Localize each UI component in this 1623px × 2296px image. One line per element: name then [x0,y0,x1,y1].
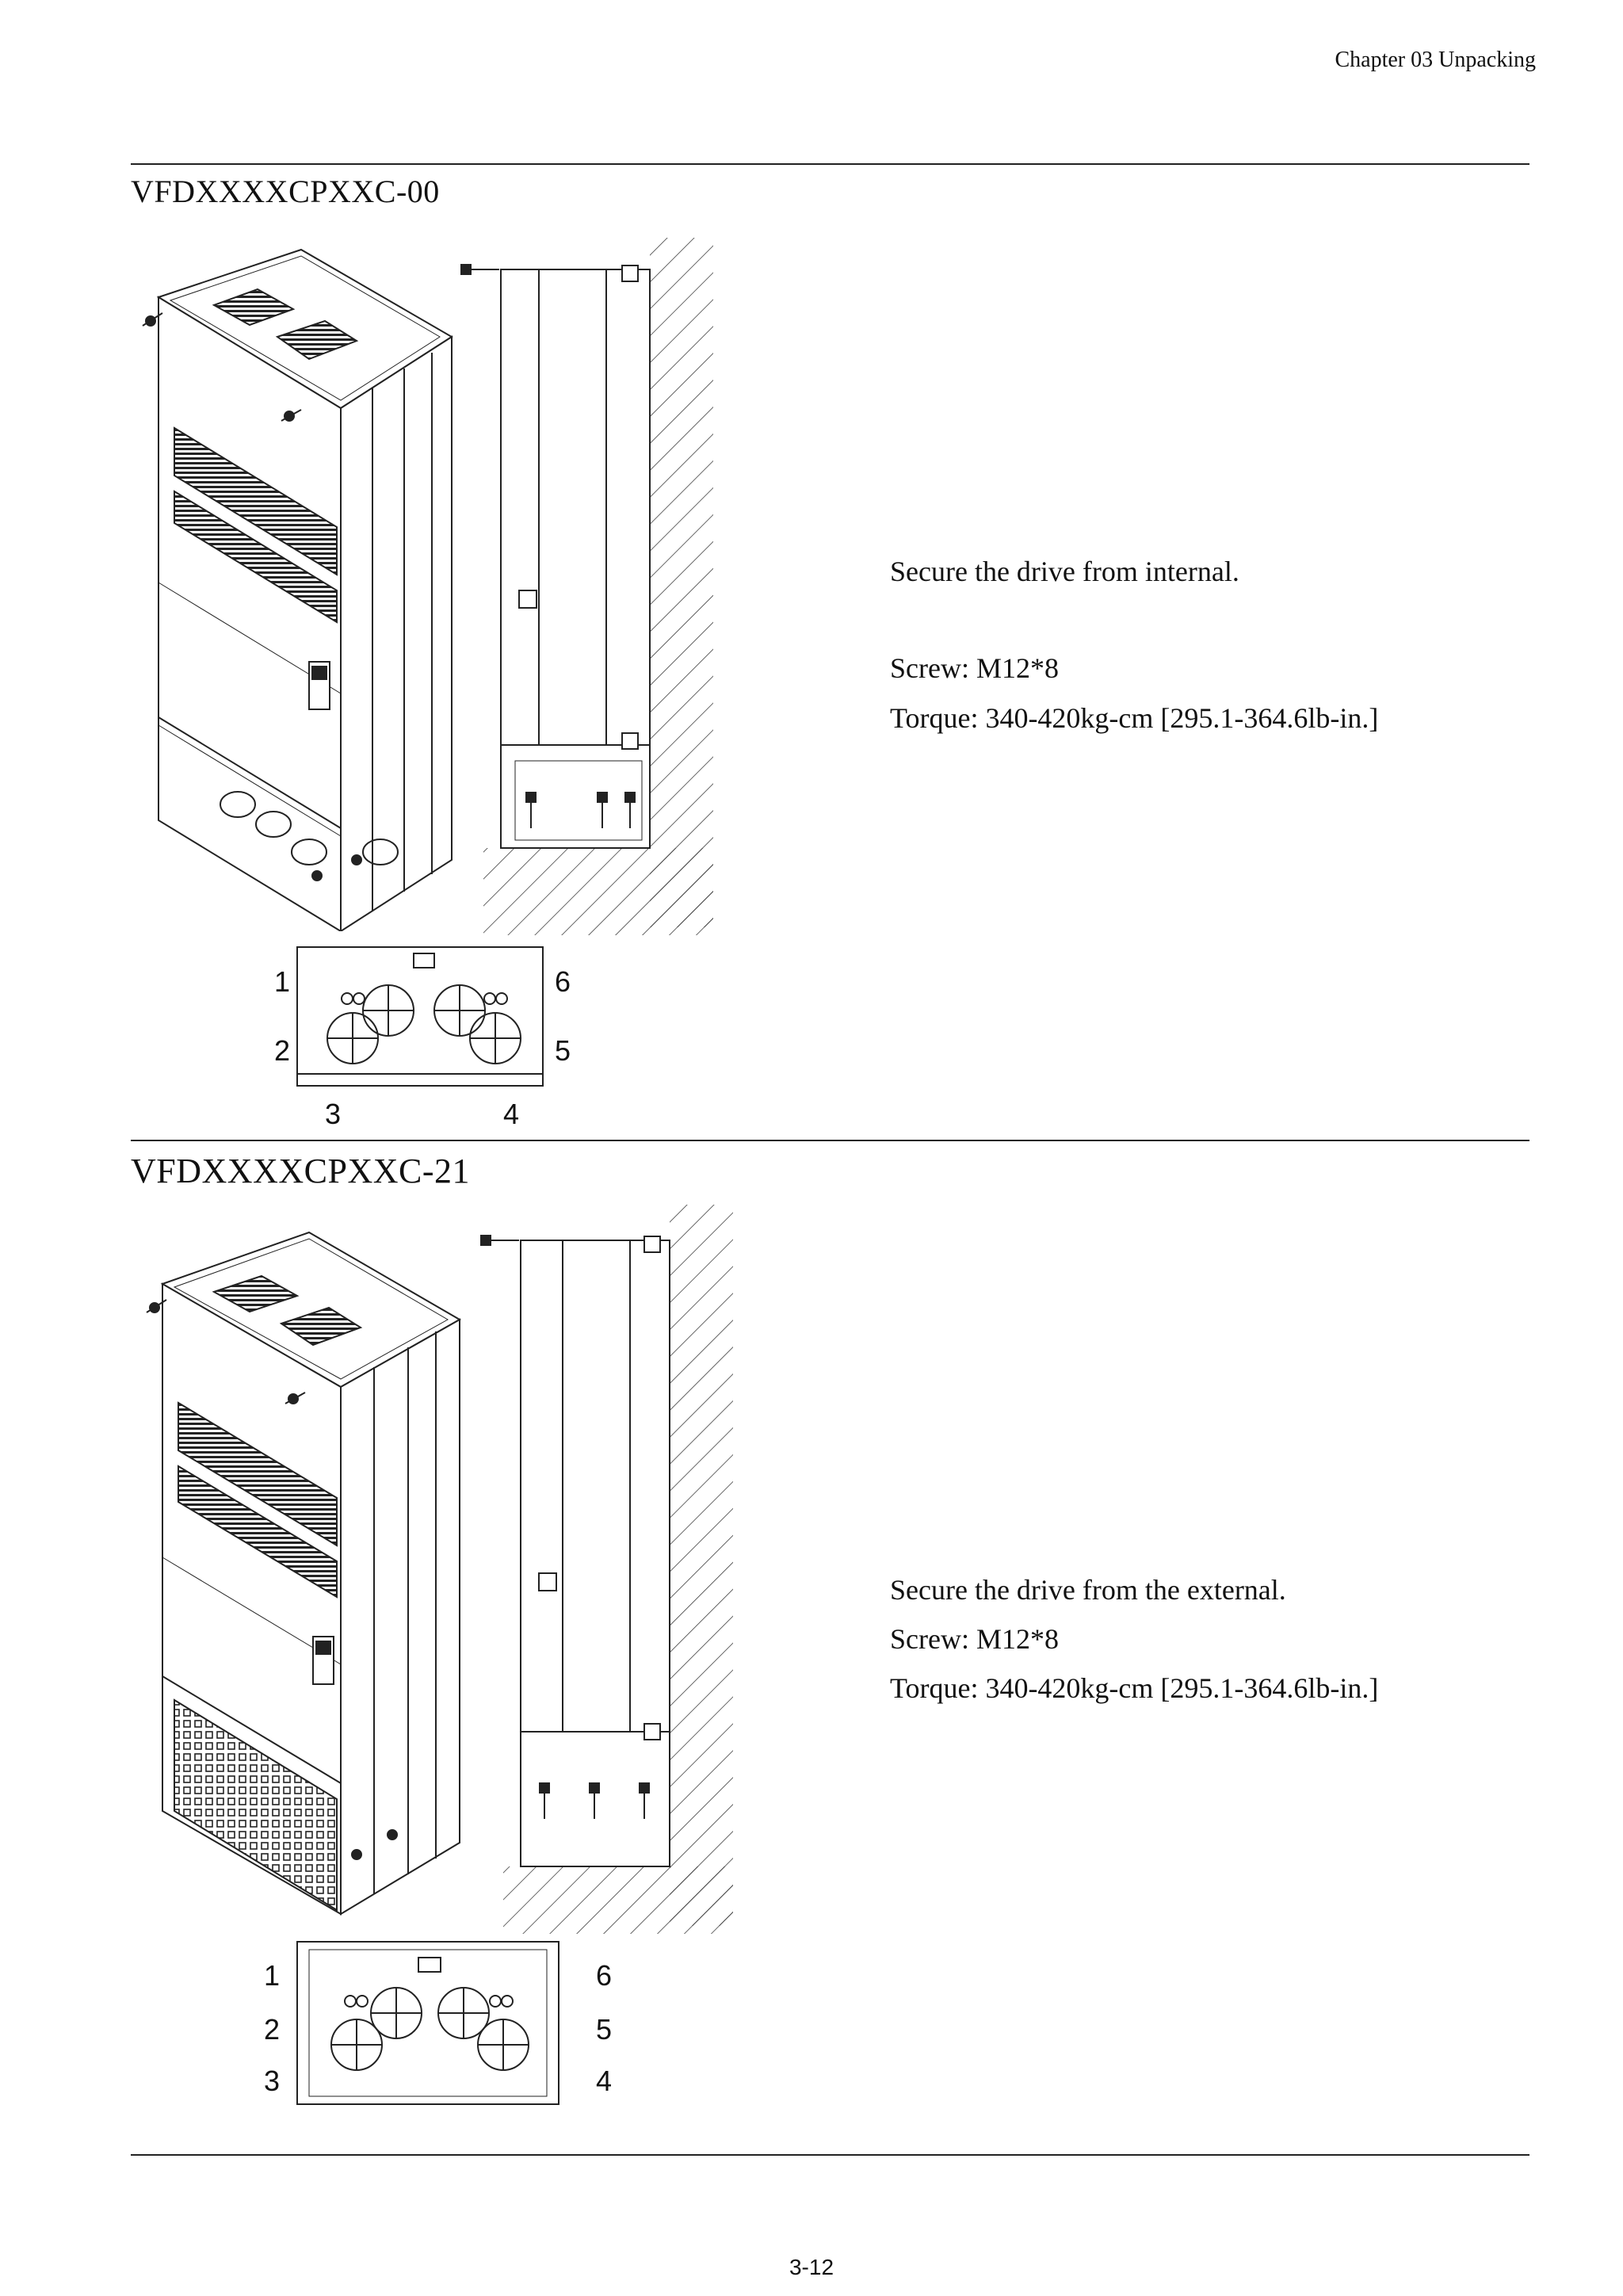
callout-5: 5 [596,2013,613,2046]
bottom-plate-drawing-00 [262,931,563,1102]
section-divider [131,1140,1529,1141]
callout-3: 3 [264,2065,281,2097]
callout-6: 6 [596,1959,613,1992]
instruction-torque: Torque: 340-420kg-cm [295.1-364.6lb-in.] [890,702,1379,734]
callout-3: 3 [325,1098,342,1130]
drive-isometric-drawing-00 [119,234,468,931]
section-title-00: VFDXXXXCPXXC-00 [131,174,440,209]
bottom-plate-drawing-21 [254,1926,602,2120]
drive-side-view-wall-21 [472,1205,733,1934]
callout-4: 4 [503,1098,520,1130]
instruction-secure: Secure the drive from internal. [890,556,1239,587]
top-divider [131,163,1529,165]
callout-1: 1 [274,965,291,998]
callout-2: 2 [274,1034,291,1067]
bottom-divider [131,2154,1529,2156]
drive-side-view-wall-00 [452,238,713,935]
callout-1: 1 [264,1959,281,1992]
callout-5: 5 [555,1034,571,1067]
section-title-21: VFDXXXXCPXXC-21 [131,1152,470,1190]
callout-6: 6 [555,965,571,998]
instruction-torque: Torque: 340-420kg-cm [295.1-364.6lb-in.] [890,1672,1379,1704]
instruction-secure: Secure the drive from the external. [890,1574,1286,1606]
chapter-header: Chapter 03 Unpacking [1335,48,1537,72]
callout-4: 4 [596,2065,613,2097]
instruction-screw: Screw: M12*8 [890,1623,1059,1655]
page-number: 3-12 [789,2255,834,2279]
instruction-screw: Screw: M12*8 [890,652,1059,684]
drive-isometric-drawing-21 [127,1209,475,1922]
callout-2: 2 [264,2013,281,2046]
